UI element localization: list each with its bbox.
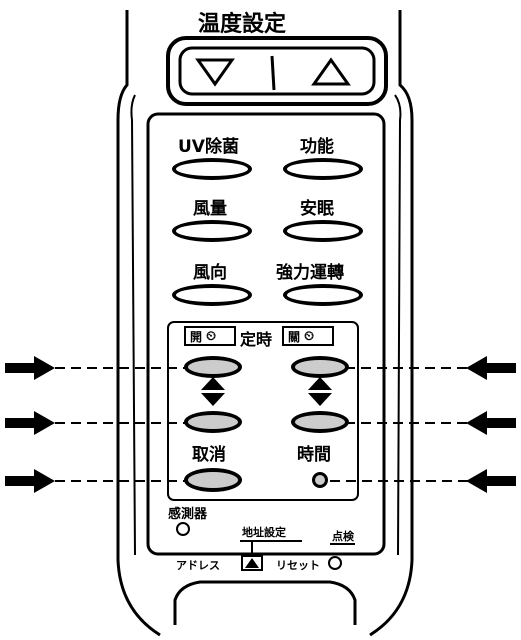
timer-off-down-button[interactable]	[291, 411, 349, 433]
timer-arrows-left	[201, 377, 225, 406]
powerful-mode-label: 強力運轉	[276, 263, 344, 283]
control-panel-box	[146, 112, 386, 556]
address-button[interactable]	[242, 556, 262, 570]
clock-icon: ⏲	[304, 328, 315, 344]
clock-icon: ⏲	[206, 328, 217, 344]
triangle-down-icon	[195, 58, 235, 87]
sensor-button[interactable]	[176, 522, 190, 536]
timer-box	[167, 321, 359, 501]
fan-speed-label: 風量	[193, 199, 227, 219]
fan-direction-label: 風向	[193, 263, 227, 283]
check-label: 点検	[332, 530, 354, 543]
address-triangle-icon	[245, 558, 259, 568]
function-button[interactable]	[283, 158, 363, 180]
fan-speed-button[interactable]	[172, 220, 252, 242]
timer-on-label: 開	[190, 329, 203, 344]
timer-off-label-box: 關 ⏲	[282, 326, 334, 346]
cancel-label: 取消	[192, 445, 226, 465]
fan-direction-button[interactable]	[172, 284, 252, 306]
remote-body-inner	[130, 94, 402, 556]
timer-arrows-right	[308, 377, 332, 406]
triangle-up-icon	[311, 57, 351, 86]
powerful-mode-button[interactable]	[283, 284, 363, 306]
address-setting-label: 地址設定	[242, 526, 286, 539]
clock-set-button[interactable]	[312, 472, 328, 488]
address-label: アドレス	[176, 559, 220, 572]
sleep-button[interactable]	[283, 220, 363, 242]
timer-on-up-button[interactable]	[184, 356, 242, 378]
temp-down-button[interactable]	[190, 54, 240, 90]
timer-on-label-box: 開 ⏲	[184, 326, 236, 346]
uv-sterilize-label: UV除菌	[178, 137, 239, 157]
reset-button[interactable]	[328, 556, 342, 570]
right-pointer-arrows	[466, 356, 516, 493]
reset-label: リセット	[276, 559, 320, 572]
indicator-lines	[55, 367, 478, 482]
battery-cover	[173, 580, 357, 625]
cancel-button[interactable]	[184, 468, 242, 492]
timer-off-up-button[interactable]	[291, 356, 349, 378]
clock-set-label: 時間	[297, 445, 331, 465]
sensor-label: 感測器	[168, 507, 208, 522]
timer-off-label: 關	[288, 329, 301, 344]
timer-on-down-button[interactable]	[184, 411, 242, 433]
remote-body-outline	[116, 10, 414, 637]
temp-divider	[270, 55, 276, 91]
function-label: 功能	[300, 137, 334, 157]
temp-up-button[interactable]	[306, 54, 356, 90]
left-pointer-arrows	[5, 356, 55, 493]
timer-label: 定時	[240, 330, 273, 349]
temperature-setting-title: 温度設定	[198, 12, 287, 37]
sleep-label: 安眠	[300, 199, 334, 219]
uv-sterilize-button[interactable]	[172, 158, 252, 180]
